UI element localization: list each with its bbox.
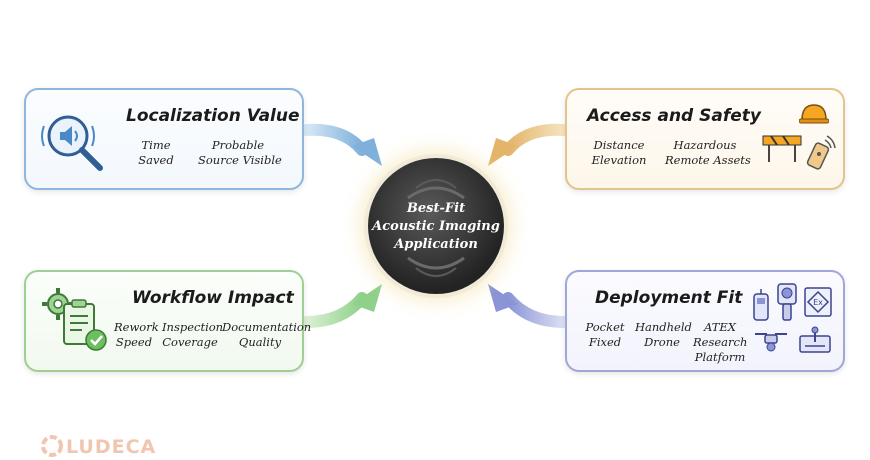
card-title: Workflow Impact [132, 288, 294, 308]
magnifier-speaker-icon [41, 115, 103, 171]
arrow-workflow [300, 284, 382, 328]
card-label: Time Saved [134, 138, 178, 168]
card-label: Hazardous Remote Assets [665, 138, 751, 168]
card-workflow-impact: Workflow Impact Rework Speed Inspection … [24, 270, 312, 372]
card-label: Handheld Drone [635, 320, 692, 350]
label-line: Platform [694, 350, 746, 364]
label-line: Rework [114, 320, 159, 334]
label-line: Remote Assets [665, 153, 751, 167]
clipboard-check-icon [63, 299, 107, 351]
handheld-camera-icon [777, 283, 797, 321]
card-label: Documentation Quality [222, 320, 312, 350]
label-line: Handheld [635, 320, 692, 334]
label-line: Fixed [588, 335, 622, 349]
atex-ex-icon: Ex [804, 287, 832, 317]
remote-control-icon [806, 135, 836, 170]
ludeca-logo-icon [41, 435, 63, 457]
card-label: Inspection Coverage [162, 320, 224, 350]
card-localization-value: Localization Value Time Saved Probable S… [24, 88, 304, 190]
sound-wave-icon [407, 179, 465, 277]
label-line: Coverage [162, 335, 218, 349]
hard-hat-icon [799, 104, 829, 124]
label-line: Time [141, 138, 171, 152]
label-line: Drone [644, 335, 680, 349]
card-access-and-safety: Access and Safety Distance Elevation Haz… [565, 88, 845, 190]
label-line: Elevation [591, 153, 647, 167]
label-line: Research [693, 335, 748, 349]
hub-line: Best-Fit [406, 201, 466, 216]
card-label: Distance Elevation [591, 138, 647, 168]
card-label: Pocket Fixed [585, 320, 625, 350]
label-line: ATEX [704, 320, 736, 334]
card-label: Probable Source Visible [198, 138, 282, 168]
label-line: Documentation [222, 320, 312, 334]
svg-text:Ex: Ex [813, 298, 823, 307]
card-label: ATEX Research Platform [693, 320, 747, 365]
arrow-access [488, 123, 570, 166]
label-line: Saved [138, 153, 174, 167]
label-line: Hazardous [673, 138, 737, 152]
research-platform-icon [799, 326, 831, 353]
brand-name: LUDECA [66, 436, 157, 458]
card-deployment-fit: Deployment Fit Pocket Fixed Handheld Dro… [565, 270, 845, 372]
label-line: Distance [593, 138, 645, 152]
card-title: Access and Safety [587, 106, 761, 126]
label-line: Probable [211, 138, 265, 152]
pocket-device-icon [753, 289, 769, 321]
card-title: Localization Value [126, 106, 300, 126]
label-line: Speed [115, 335, 153, 349]
arrow-localization [300, 123, 382, 166]
label-line: Pocket [585, 320, 625, 334]
hub-title: Best-Fit Acoustic Imaging Application [368, 200, 504, 254]
barrier-icon [762, 135, 802, 162]
label-line: Quality [238, 335, 282, 349]
card-title: Deployment Fit [595, 288, 743, 308]
arrow-deployment [488, 284, 570, 328]
card-label: Rework Speed [114, 320, 159, 350]
label-line: Inspection [162, 320, 224, 334]
drone-icon [755, 333, 787, 352]
hub-line: Acoustic Imaging [372, 219, 500, 234]
hub-line: Application [394, 237, 478, 252]
label-line: Source Visible [198, 153, 282, 167]
central-hub: Best-Fit Acoustic Imaging Application [368, 158, 504, 294]
